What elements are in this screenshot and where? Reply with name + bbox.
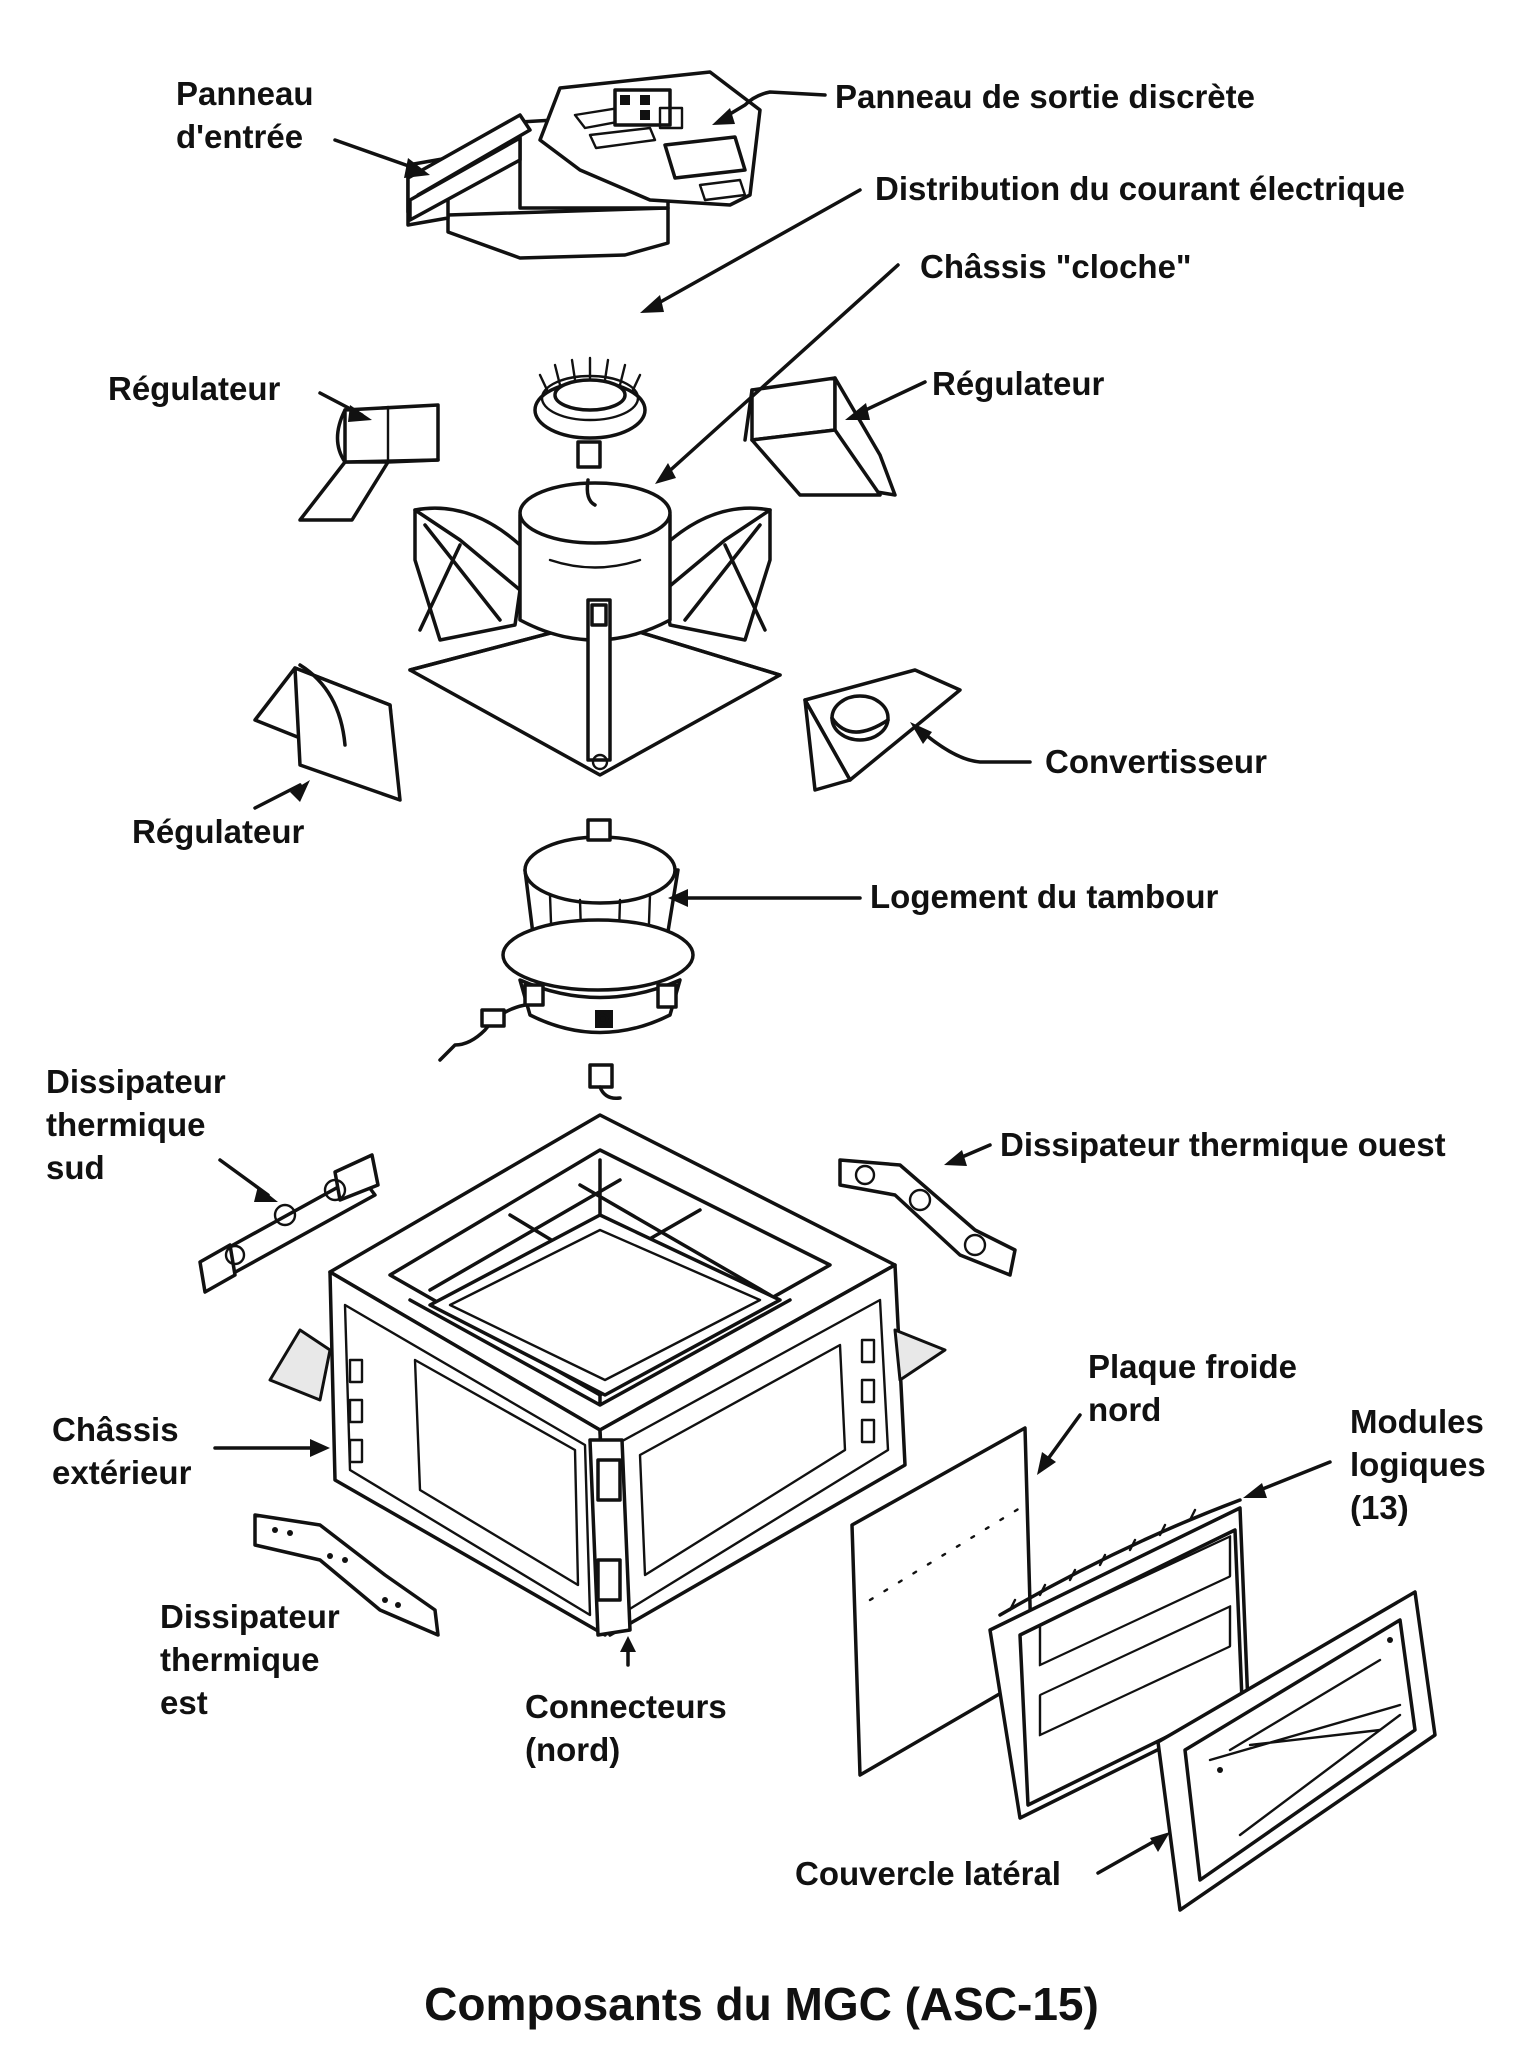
label-outer-chassis: Châssis extérieur xyxy=(52,1411,192,1491)
label-drum-housing: Logement du tambour xyxy=(870,878,1219,915)
regulator-sw-drawing xyxy=(253,663,402,802)
side-cover-drawing xyxy=(1156,1590,1437,1912)
heat-sink-west-drawing xyxy=(838,1158,1017,1277)
label-discrete-output-panel: Panneau de sortie discrète xyxy=(835,78,1255,115)
label-connectors: Connecteurs (nord) xyxy=(525,1688,727,1768)
input-connector-strip xyxy=(406,113,532,222)
label-heat-sink-south: Dissipateur thermique sud xyxy=(46,1063,226,1186)
label-bell-chassis: Châssis "cloche" xyxy=(920,248,1192,285)
label-cold-plate: Plaque froide nord xyxy=(1088,1348,1298,1428)
label-regulator-sw: Régulateur xyxy=(132,813,305,850)
drum-housing-drawing xyxy=(501,818,695,1035)
outer-chassis-drawing xyxy=(268,1113,947,1637)
regulator-nw-drawing xyxy=(298,403,440,522)
heat-sink-south-drawing xyxy=(198,1153,380,1294)
figure-title: Composants du MGC (ASC-15) xyxy=(424,1978,1099,2030)
label-power-distribution: Distribution du courant électrique xyxy=(875,170,1405,207)
heat-sink-east-drawing xyxy=(253,1513,440,1637)
regulator-ne-drawing xyxy=(743,376,897,497)
drum-cable-drawing xyxy=(438,1003,622,1101)
label-side-cover: Couvercle latéral xyxy=(795,1855,1061,1892)
leader-arrows xyxy=(213,90,1332,1875)
label-logic-modules: Modules logiques (13) xyxy=(1350,1403,1486,1526)
label-regulator-ne: Régulateur xyxy=(932,365,1105,402)
power-distribution-ring-drawing xyxy=(533,356,647,469)
label-input-panel: Panneau d'entrée xyxy=(176,75,314,155)
label-heat-sink-east: Dissipateur thermique est xyxy=(160,1598,340,1721)
label-heat-sink-west: Dissipateur thermique ouest xyxy=(1000,1126,1446,1163)
converter-drawing xyxy=(803,668,962,792)
label-converter: Convertisseur xyxy=(1045,743,1267,780)
discrete-output-panel-drawing xyxy=(538,70,762,207)
bell-chassis-drawing xyxy=(408,478,782,777)
label-regulator-nw: Régulateur xyxy=(108,370,281,407)
